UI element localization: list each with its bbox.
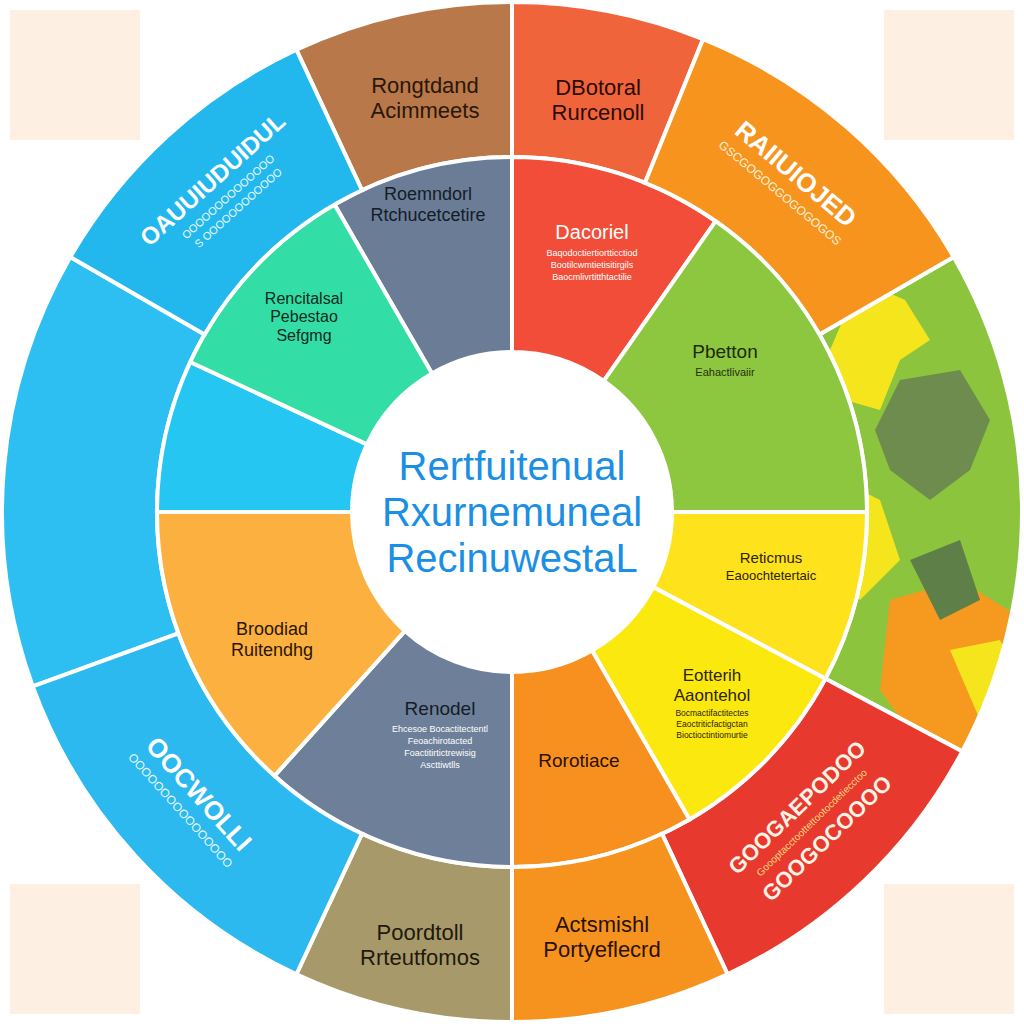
segment-fill bbox=[157, 512, 405, 776]
label-block: Roemndorl Rtchucetcetire bbox=[353, 184, 503, 225]
ring-segment: Actsmishl Portyeflecrd bbox=[512, 833, 728, 1022]
label-block: Eotterih AaonteholBocmactifactitectes Ea… bbox=[664, 666, 760, 741]
label-block: PbettonEahactlivaiir bbox=[670, 341, 780, 378]
segment-note: Eahactlivaiir bbox=[670, 366, 780, 379]
label-block: Rongtdand Acimmeets bbox=[355, 73, 495, 124]
label-block: DBotoral Rurcenoll bbox=[528, 75, 668, 126]
segment-title: Rongtdand Acimmeets bbox=[355, 73, 495, 124]
segment-title: Renodel bbox=[385, 698, 495, 720]
label-block: Poordtoll Rrteutfomos bbox=[343, 920, 498, 971]
segment-fill bbox=[70, 50, 362, 335]
map-region bbox=[950, 640, 1024, 720]
label-block: Broodiad Ruitendhg bbox=[217, 619, 327, 660]
segment-title: Actsmishl Portyeflecrd bbox=[522, 912, 682, 963]
segment-title: Pbetton bbox=[670, 341, 780, 363]
label-block: Actsmishl Portyeflecrd bbox=[522, 912, 682, 963]
center-circle: Rertfuitenual Rxurnemuneal RecinuwestaL bbox=[354, 354, 670, 670]
label-block: RenodelEhcesoe Bocactitectentl Feoachiro… bbox=[385, 698, 495, 771]
segment-title: Reticmus bbox=[711, 549, 831, 566]
label-block: Rorotiace bbox=[524, 750, 634, 772]
background-tile bbox=[884, 10, 1014, 140]
segment-title: Eotterih Aaontehol bbox=[664, 666, 760, 705]
segment-title: Roemndorl Rtchucetcetire bbox=[353, 184, 503, 225]
segment-title: Broodiad Ruitendhg bbox=[217, 619, 327, 660]
map-region bbox=[960, 230, 1024, 330]
segment-fill bbox=[512, 834, 728, 1022]
segment-note: Eaoochtetertaic bbox=[711, 570, 831, 585]
segment-title: Dacoriel bbox=[525, 221, 660, 244]
segment-title: Rorotiace bbox=[524, 750, 634, 772]
map-region bbox=[875, 370, 990, 500]
ring-segment: Broodiad Ruitendhg bbox=[157, 512, 405, 776]
segment-fill bbox=[604, 221, 867, 512]
circle-fill bbox=[354, 354, 670, 670]
segment-note: Ehcesoe Bocactitectentl Feoachirotacted … bbox=[385, 723, 495, 772]
segment-title: Rencitalsal Pebestao Sefgmg bbox=[248, 290, 360, 345]
label-block: DacorielBaqodoctiertiortticctiod Bootilc… bbox=[525, 221, 660, 283]
background-tile bbox=[10, 884, 140, 1014]
center-title: Rertfuitenual Rxurnemuneal RecinuwestaL bbox=[362, 443, 662, 581]
segment-note: Baqodoctiertiortticctiod Bootilcwmtietis… bbox=[525, 247, 660, 283]
segment-title: DBotoral Rurcenoll bbox=[528, 75, 668, 126]
segment-title: Poordtoll Rrteutfomos bbox=[343, 920, 498, 971]
ring-segment: PbettonEahactlivaiir bbox=[603, 221, 867, 512]
label-block: Rertfuitenual Rxurnemuneal RecinuwestaL bbox=[362, 443, 662, 581]
map-region bbox=[910, 540, 980, 620]
background-tile bbox=[10, 10, 140, 140]
segment-note: Bocmactifactitectes Eaoctriticfactigctan… bbox=[664, 708, 760, 741]
background-tile bbox=[884, 884, 1014, 1014]
label-block: ReticmusEaoochtetertaic bbox=[711, 549, 831, 584]
label-block: Rencitalsal Pebestao Sefgmg bbox=[248, 290, 360, 345]
